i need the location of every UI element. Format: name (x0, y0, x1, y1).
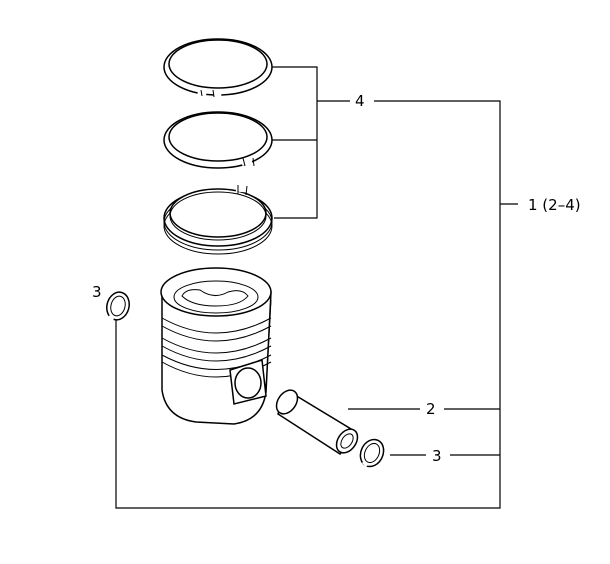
oil-control-ring (163, 185, 273, 255)
top-compression-ring (163, 38, 273, 98)
callout-piston-assembly: 1 (2–4) (528, 196, 581, 214)
circlip-right (359, 438, 385, 468)
leader-lines (115, 66, 518, 509)
circlip-left (106, 291, 130, 322)
callout-pin: 2 (426, 400, 436, 418)
callout-circlip-right: 3 (432, 447, 442, 465)
callout-rings: 4 (355, 92, 365, 110)
piston-pin (275, 389, 359, 456)
callout-circlip-left: 3 (92, 283, 102, 301)
second-compression-ring (163, 111, 273, 169)
piston (160, 267, 272, 425)
